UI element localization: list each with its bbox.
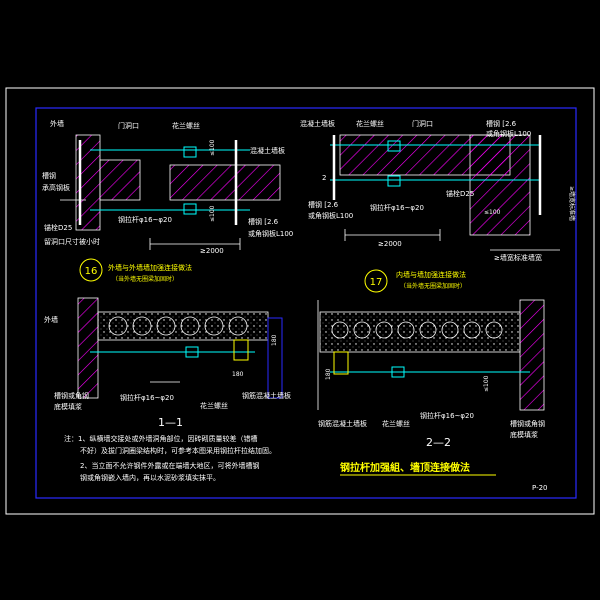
s11-dim-180a: 180 xyxy=(271,334,278,346)
section-1-1-drawing xyxy=(77,297,283,399)
s11-anchor: 花兰螺丝 xyxy=(200,401,228,410)
d17-bolt-d25: 锚栓D25 xyxy=(446,189,474,198)
d17-plate-r: 或角钢板L100 xyxy=(486,129,531,138)
detail-17-marker xyxy=(364,269,388,293)
note-line-2: 不好）及拔门洞圈梁结构时，可参考本图采用钢拉杆拉结加固。 xyxy=(80,446,276,455)
d17-side-note: ≥墙宽标准墙 xyxy=(568,186,576,221)
detail-17-caption-2: （当外墙无圈梁加固时） xyxy=(400,282,466,290)
page-number: P-20 xyxy=(532,484,548,492)
d17-channel-r: 槽钢 [2.6 xyxy=(486,119,517,128)
s22-dim-100: ≤100 xyxy=(483,375,490,392)
d17-channel-l: 槽钢 [2.6 xyxy=(308,200,339,209)
note-line-4: 钢或角钢嵌入墙内，再以水泥砂浆填实抹平。 xyxy=(80,473,220,482)
s11-grout: 底模填浆 xyxy=(54,402,82,411)
d16-channel: 槽钢 [2.6 xyxy=(248,217,279,226)
s22-anchor: 花兰螺丝 xyxy=(382,419,410,428)
s11-rod: 钢拉杆φ16~φ20 xyxy=(120,393,174,402)
d17-door-opening: 门洞口 xyxy=(412,119,433,128)
d16-bolt-d25: 锚栓D25 xyxy=(44,223,72,232)
d17-dim-2000: ≥2000 xyxy=(378,240,402,248)
d16-bearing-plate: 承高钢板 xyxy=(42,183,70,192)
s11-dim-180b: 180 xyxy=(232,371,244,378)
s22-grout: 底模填浆 xyxy=(510,430,538,439)
section-2-2-title: 2—2 xyxy=(426,436,451,449)
d16-dim-100a: ≤100 xyxy=(209,139,216,156)
d16-door-opening: 门洞口 xyxy=(118,121,139,130)
d17-marker: 2 xyxy=(322,174,326,182)
s22-dim-180: 180 xyxy=(325,368,332,380)
section-1-1-title: 1—1 xyxy=(158,416,183,429)
s11-wall-outer: 外墙 xyxy=(44,315,58,324)
d17-span-note: ≥墙宽标准墙宽 xyxy=(494,253,542,262)
d17-rod: 钢拉杆φ16~φ20 xyxy=(370,203,424,212)
s11-concrete: 钢筋混凝土墙板 xyxy=(242,391,291,400)
section-2-2-drawing xyxy=(317,299,545,411)
d16-concrete-wall: 混凝土墙板 xyxy=(250,146,285,155)
detail-17-plan xyxy=(330,134,560,251)
d16-anchor-bolt: 花兰螺丝 xyxy=(172,121,200,130)
inner-border xyxy=(35,107,577,499)
detail-16-plan xyxy=(60,134,281,250)
s11-angle-steel: 槽钢或角钢 xyxy=(54,391,89,400)
sheet-title: 钢拉杆加强組、墙顶连接做法 xyxy=(340,461,470,474)
d17-concrete-wall: 混凝土墙板 xyxy=(300,119,335,128)
detail-16-marker xyxy=(79,258,103,282)
s22-angle-steel: 槽钢或角钢 xyxy=(510,419,545,428)
detail-17-number: 17 xyxy=(370,277,383,288)
detail-16-caption-1: 外墙与外墙墙加强连接做法 xyxy=(108,263,192,272)
d17-dim-100: ≤100 xyxy=(484,209,501,216)
d16-rod: 钢拉杆φ16~φ20 xyxy=(118,215,172,224)
d16-dim-2000: ≥2000 xyxy=(200,247,224,255)
d16-wall-outer: 外墙 xyxy=(50,119,64,128)
detail-16-caption-2: （当外墙无圈梁加固时） xyxy=(112,275,178,283)
d16-plate-l100: 或角钢板L100 xyxy=(248,229,293,238)
s22-rod: 钢拉杆φ16~φ20 xyxy=(420,411,474,420)
s22-concrete: 钢筋混凝土墙板 xyxy=(318,419,367,428)
d17-plate-l: 或角钢板L100 xyxy=(308,211,353,220)
note-line-1: 注：1、纵横墙交接处或外墙洞角部位，因砖砌质量较差（错槽 xyxy=(64,434,257,443)
note-line-3: 2、当立面不允许钢件外露或在端墙大地区，可将外墙槽钢 xyxy=(80,461,259,470)
d16-hole-note: 留洞口尺寸被小时 xyxy=(44,237,100,246)
detail-17-caption-1: 内墙与墙加强连接做法 xyxy=(396,270,466,279)
detail-16-number: 16 xyxy=(85,266,98,277)
d16-dim-100b: ≤100 xyxy=(209,205,216,222)
d16-stud: 槽钢 xyxy=(42,171,56,180)
d17-anchor-bolt: 花兰螺丝 xyxy=(356,119,384,128)
outer-frame xyxy=(5,87,595,515)
